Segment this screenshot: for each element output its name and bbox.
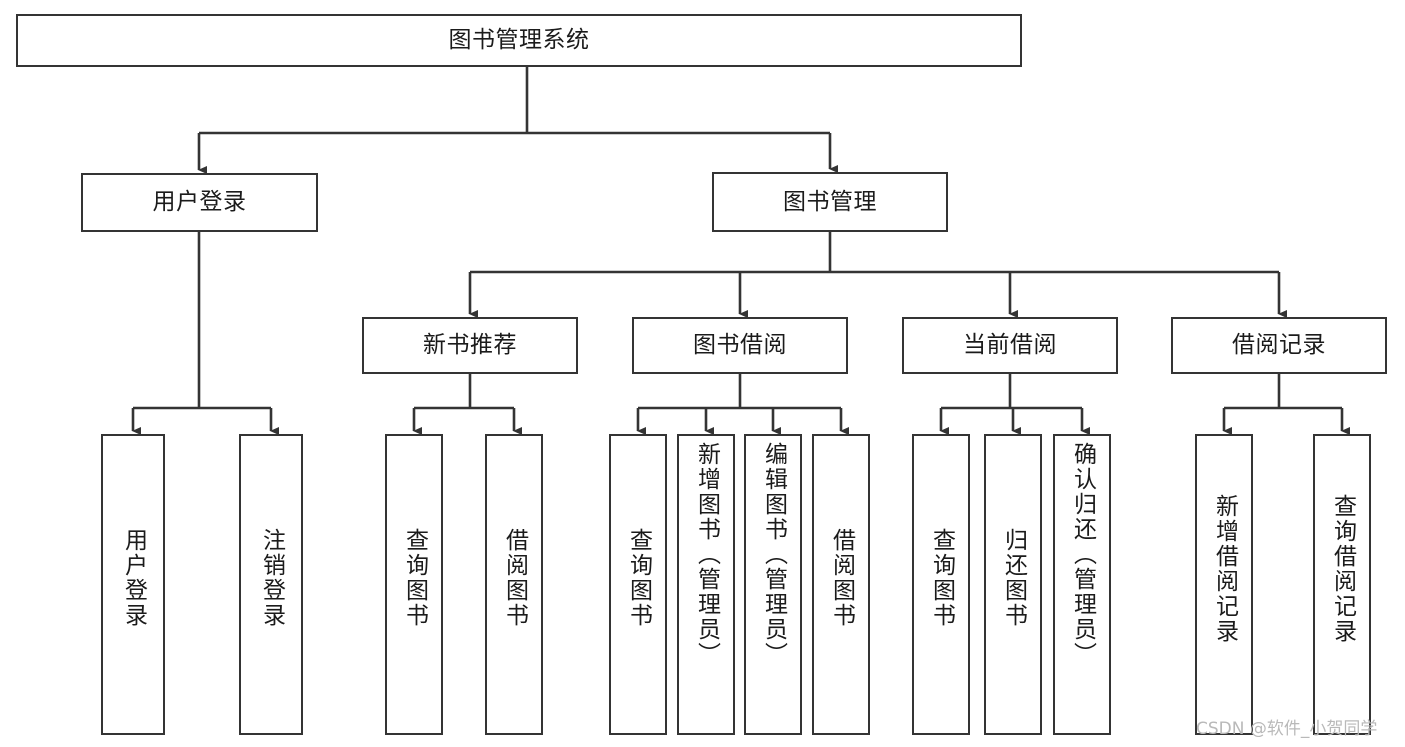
node-book-manage-label: 图书管理 (783, 188, 877, 215)
node-root-label: 图书管理系统 (448, 27, 590, 54)
leaf-return-book[interactable]: 归还图书 (984, 434, 1042, 735)
node-new-book-rec-label: 新书推荐 (423, 332, 517, 359)
leaf-query-book-cb-label: 查询图书 (928, 528, 955, 628)
node-borrow-record-label: 借阅记录 (1232, 332, 1326, 359)
leaf-query-record[interactable]: 查询借阅记录 (1313, 434, 1371, 735)
leaf-query-record-label: 查询借阅记录 (1329, 494, 1356, 644)
node-user-login-label: 用户登录 (152, 189, 247, 216)
leaf-user-login-label: 用户登录 (120, 528, 147, 628)
leaf-return-book-label: 归还图书 (1000, 528, 1027, 628)
leaf-borrow-book-br-label: 借阅图书 (828, 528, 855, 628)
leaf-confirm-return-label: 确认归还（管理员） (1069, 442, 1096, 667)
leaf-confirm-return[interactable]: 确认归还（管理员） (1053, 434, 1111, 735)
node-new-book-rec[interactable]: 新书推荐 (362, 317, 578, 374)
leaf-borrow-book-rec-label: 借阅图书 (501, 528, 528, 628)
leaf-query-book-br-label: 查询图书 (625, 528, 652, 628)
leaf-query-book-br[interactable]: 查询图书 (609, 434, 667, 735)
leaf-add-record[interactable]: 新增借阅记录 (1195, 434, 1253, 735)
leaf-query-book-cb[interactable]: 查询图书 (912, 434, 970, 735)
node-root[interactable]: 图书管理系统 (16, 14, 1022, 67)
watermark: CSDN @软件_小贺同学 (1196, 719, 1378, 739)
leaf-logout-label: 注销登录 (258, 528, 285, 628)
leaf-edit-book-label: 编辑图书（管理员） (760, 442, 787, 667)
node-current-borrow-label: 当前借阅 (963, 332, 1057, 359)
node-current-borrow[interactable]: 当前借阅 (902, 317, 1118, 374)
node-book-manage[interactable]: 图书管理 (712, 172, 948, 232)
leaf-edit-book[interactable]: 编辑图书（管理员） (744, 434, 802, 735)
node-user-login[interactable]: 用户登录 (81, 173, 318, 232)
leaf-borrow-book-br[interactable]: 借阅图书 (812, 434, 870, 735)
leaf-query-book-rec[interactable]: 查询图书 (385, 434, 443, 735)
leaf-logout[interactable]: 注销登录 (239, 434, 303, 735)
leaf-add-record-label: 新增借阅记录 (1211, 494, 1238, 644)
leaf-query-book-rec-label: 查询图书 (401, 528, 428, 628)
node-book-borrow[interactable]: 图书借阅 (632, 317, 848, 374)
leaf-add-book[interactable]: 新增图书（管理员） (677, 434, 735, 735)
node-borrow-record[interactable]: 借阅记录 (1171, 317, 1387, 374)
leaf-user-login[interactable]: 用户登录 (101, 434, 165, 735)
node-book-borrow-label: 图书借阅 (693, 332, 787, 359)
leaf-add-book-label: 新增图书（管理员） (693, 442, 720, 667)
leaf-borrow-book-rec[interactable]: 借阅图书 (485, 434, 543, 735)
